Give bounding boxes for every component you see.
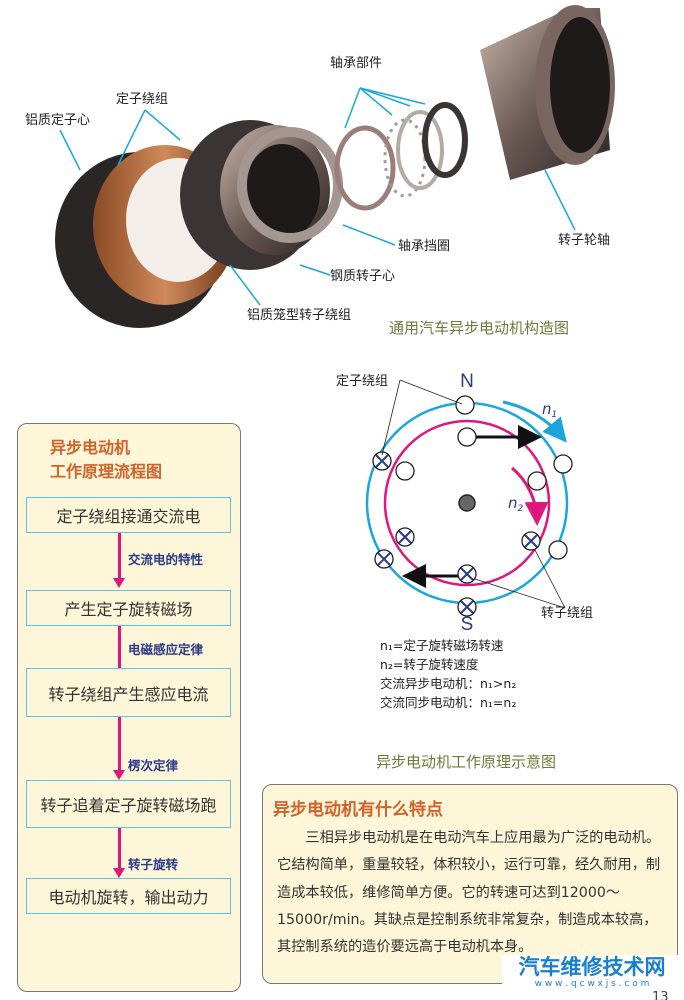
features-panel: 异步电动机有什么特点 三相异步电动机是在电动汽车上应用最为广泛的电动机。它结构简…: [262, 784, 678, 984]
conductor-out-of-page-icon: [527, 471, 547, 491]
south-pole-label: S: [461, 614, 474, 635]
flow-arrow-4: [113, 828, 125, 878]
conductor-into-page-icon: [372, 451, 392, 471]
flow-transition-4: 转子旋转: [128, 857, 179, 872]
flow-step-2: 产生定子旋转磁场: [26, 590, 231, 626]
conductor-into-page-icon: [395, 527, 415, 547]
flow-arrow-3: [113, 717, 125, 780]
flowchart-title-line2: 工作原理流程图: [50, 462, 163, 481]
conductor-out-of-page-icon: [395, 461, 415, 481]
conductor-out-of-page-icon: [455, 395, 475, 415]
n1-label: n1: [542, 400, 557, 420]
rotor-core-part: [180, 120, 330, 270]
figure1-caption: 通用汽车异步电动机构造图: [389, 319, 570, 337]
conductor-into-page-icon: [457, 597, 477, 617]
conductor-out-of-page-icon: [548, 540, 568, 560]
flowchart-title-line1: 异步电动机: [50, 438, 131, 457]
label-stator-core: 铝质定子心: [25, 113, 91, 128]
conductor-out-of-page-icon: [553, 454, 573, 474]
flow-step-5: 电动机旋转，输出动力: [26, 878, 231, 914]
legend-line: 交流异步电动机：n₁>n₂: [380, 676, 517, 691]
conductor-into-page-icon: [521, 531, 541, 551]
figure2-caption: 异步电动机工作原理示意图: [376, 753, 557, 771]
rotor-hub-part: [480, 5, 615, 180]
label-bearing-retainer: 轴承挡圈: [398, 239, 451, 254]
n2-rotation-arrow: [511, 466, 549, 526]
north-pole-label: N: [460, 371, 474, 392]
label-stator-winding-diagram: 定子绕组: [336, 374, 389, 389]
shaft-center: [458, 494, 476, 512]
winding-leader-lines: [381, 379, 566, 609]
legend-line: n₁=定子旋转磁场转速: [380, 638, 504, 653]
conductor-into-page-icon: [374, 549, 394, 569]
motor-exploded-illustration: [55, 5, 615, 328]
label-stator-winding: 定子绕组: [116, 92, 169, 107]
flow-transition-2: 电磁感应定律: [128, 642, 204, 657]
label-rotor-winding-diagram: 转子绕组: [541, 606, 594, 621]
features-body: 三相异步电动机是在电动汽车上应用最为广泛的电动机。它结构简单，重量较轻，体积较小…: [277, 830, 661, 956]
conductor-out-of-page-icon: [457, 427, 477, 447]
working-principle-diagram: N S n1 n2: [365, 371, 573, 635]
watermark-name: 汽车维修技术网: [518, 955, 666, 979]
label-cage-rotor-winding: 铝质笼型转子绕组: [247, 308, 352, 323]
legend-line: 交流同步电动机：n₁=n₂: [380, 695, 517, 710]
flow-arrow-1: [113, 533, 125, 588]
legend-line: n₂=转子旋转速度: [380, 657, 479, 672]
flowchart-panel: 异步电动机 工作原理流程图 定子绕组接通交流电 交流电的特性 产生定子旋转磁场 …: [17, 423, 241, 992]
label-rotor-hub: 转子轮轴: [558, 233, 611, 248]
features-title: 异步电动机有什么特点: [273, 800, 443, 820]
conductor-into-page-icon: [457, 564, 477, 584]
flow-step-4: 转子追着定子旋转磁场跑: [26, 780, 231, 828]
label-steel-rotor-core: 钢质转子心: [330, 269, 396, 284]
bearing-parts: [334, 102, 468, 211]
flow-step-3: 转子绕组产生感应电流: [26, 668, 231, 717]
label-bearing-parts: 轴承部件: [330, 56, 383, 71]
page-number: 13: [652, 990, 669, 1000]
n1-rotation-arrow: [502, 400, 567, 443]
rotor-ring: [383, 419, 551, 587]
watermark-url: w w w . q c w x j s . c o m: [534, 979, 650, 989]
leader-lines: [59, 87, 576, 306]
flow-transition-1: 交流电的特性: [128, 552, 204, 567]
flow-transition-3: 楞次定律: [128, 758, 179, 773]
diagram-legend: n₁=定子旋转磁场转速 n₂=转子旋转速度 交流异步电动机：n₁>n₂ 交流同步…: [380, 636, 516, 712]
n2-label: n2: [508, 494, 524, 514]
flow-arrow-2: [113, 626, 125, 678]
watermark: 汽车维修技术网 w w w . q c w x j s . c o m: [502, 955, 682, 991]
flow-step-1: 定子绕组接通交流电: [26, 497, 231, 533]
